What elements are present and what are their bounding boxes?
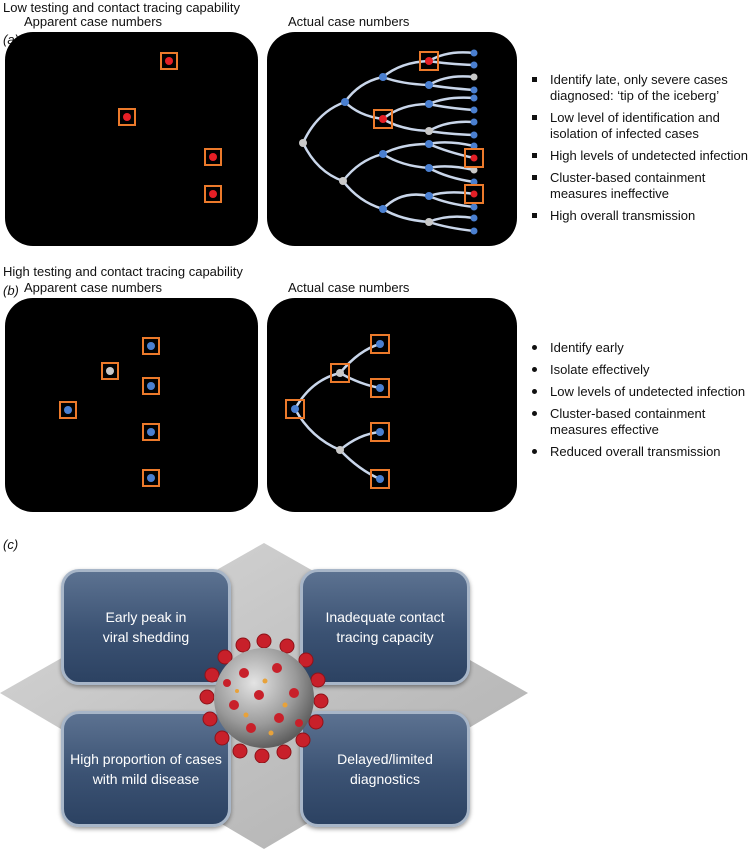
panel-a-transmission-tree xyxy=(299,49,484,235)
case-dot-red xyxy=(165,57,173,65)
case-dot-grey xyxy=(106,367,114,375)
bullet-item: Reduced overall transmission xyxy=(532,444,745,460)
bullet-item: High overall transmission xyxy=(532,208,748,224)
panel-c-label: (c) xyxy=(3,537,19,552)
panel-b-right-title: Actual case numbers xyxy=(288,280,410,295)
bullet-item: Cluster-based containment measures ineff… xyxy=(532,170,748,202)
apparent-case-box xyxy=(160,52,178,70)
panel-a-left-title: Apparent case numbers xyxy=(24,14,163,29)
factor-tile-diagnostics: Delayed/limited diagnostics xyxy=(300,711,470,827)
round-bullet-icon xyxy=(532,449,537,454)
panel-a-apparent-cases xyxy=(5,32,258,246)
panel-b-actual-cases xyxy=(267,298,517,512)
round-bullet-icon xyxy=(532,411,537,416)
panel-b-bullet-list: Identify early Isolate effectively Low l… xyxy=(532,340,745,460)
panel-b-left-title: Apparent case numbers xyxy=(24,280,163,295)
bullet-item: Isolate effectively xyxy=(532,362,745,378)
round-bullet-icon xyxy=(532,389,537,394)
panel-b-label: (b) xyxy=(3,283,19,298)
apparent-case-box xyxy=(142,377,160,395)
apparent-case-box xyxy=(142,469,160,487)
case-dot-blue xyxy=(147,342,155,350)
round-bullet-icon xyxy=(532,367,537,372)
case-dot-red xyxy=(123,113,131,121)
case-dot-red xyxy=(209,190,217,198)
panel-b-apparent-cases xyxy=(5,298,258,512)
factor-tile-contact-tracing: Inadequate contact tracing capacity xyxy=(300,569,470,685)
square-bullet-icon xyxy=(532,175,537,180)
panel-b-heading: High testing and contact tracing capabil… xyxy=(3,264,243,279)
square-bullet-icon xyxy=(532,115,537,120)
case-dot-blue xyxy=(64,406,72,414)
panel-a-heading: Low testing and contact tracing capabili… xyxy=(3,0,241,15)
panel-a-right-title: Actual case numbers xyxy=(288,14,410,29)
bullet-item: Cluster-based containment measures effec… xyxy=(532,406,745,438)
bullet-item: Low levels of undetected infection xyxy=(532,384,745,400)
case-dot-blue xyxy=(147,382,155,390)
bullet-item: Low level of identification and isolatio… xyxy=(532,110,748,142)
apparent-case-box xyxy=(204,185,222,203)
panel-a-actual-cases xyxy=(267,32,517,246)
apparent-case-box xyxy=(118,108,136,126)
square-bullet-icon xyxy=(532,213,537,218)
apparent-case-box xyxy=(204,148,222,166)
round-bullet-icon xyxy=(532,345,537,350)
bullet-item: High levels of undetected infection xyxy=(532,148,748,164)
apparent-case-box xyxy=(59,401,77,419)
factor-tile-mild-disease: High proportion of cases with mild disea… xyxy=(61,711,231,827)
case-dot-blue xyxy=(147,474,155,482)
apparent-case-box xyxy=(142,423,160,441)
square-bullet-icon xyxy=(532,77,537,82)
panel-a-bullet-list: Identify late, only severe cases diagnos… xyxy=(532,72,748,224)
apparent-case-box xyxy=(101,362,119,380)
square-bullet-icon xyxy=(532,153,537,158)
panel-b-transmission-tree xyxy=(285,334,390,489)
bullet-item: Identify late, only severe cases diagnos… xyxy=(532,72,748,104)
case-dot-blue xyxy=(147,428,155,436)
case-dot-red xyxy=(209,153,217,161)
bullet-item: Identify early xyxy=(532,340,745,356)
apparent-case-box xyxy=(142,337,160,355)
factor-tile-viral-shedding: Early peak in viral shedding xyxy=(61,569,231,685)
virus-icon xyxy=(199,633,329,763)
